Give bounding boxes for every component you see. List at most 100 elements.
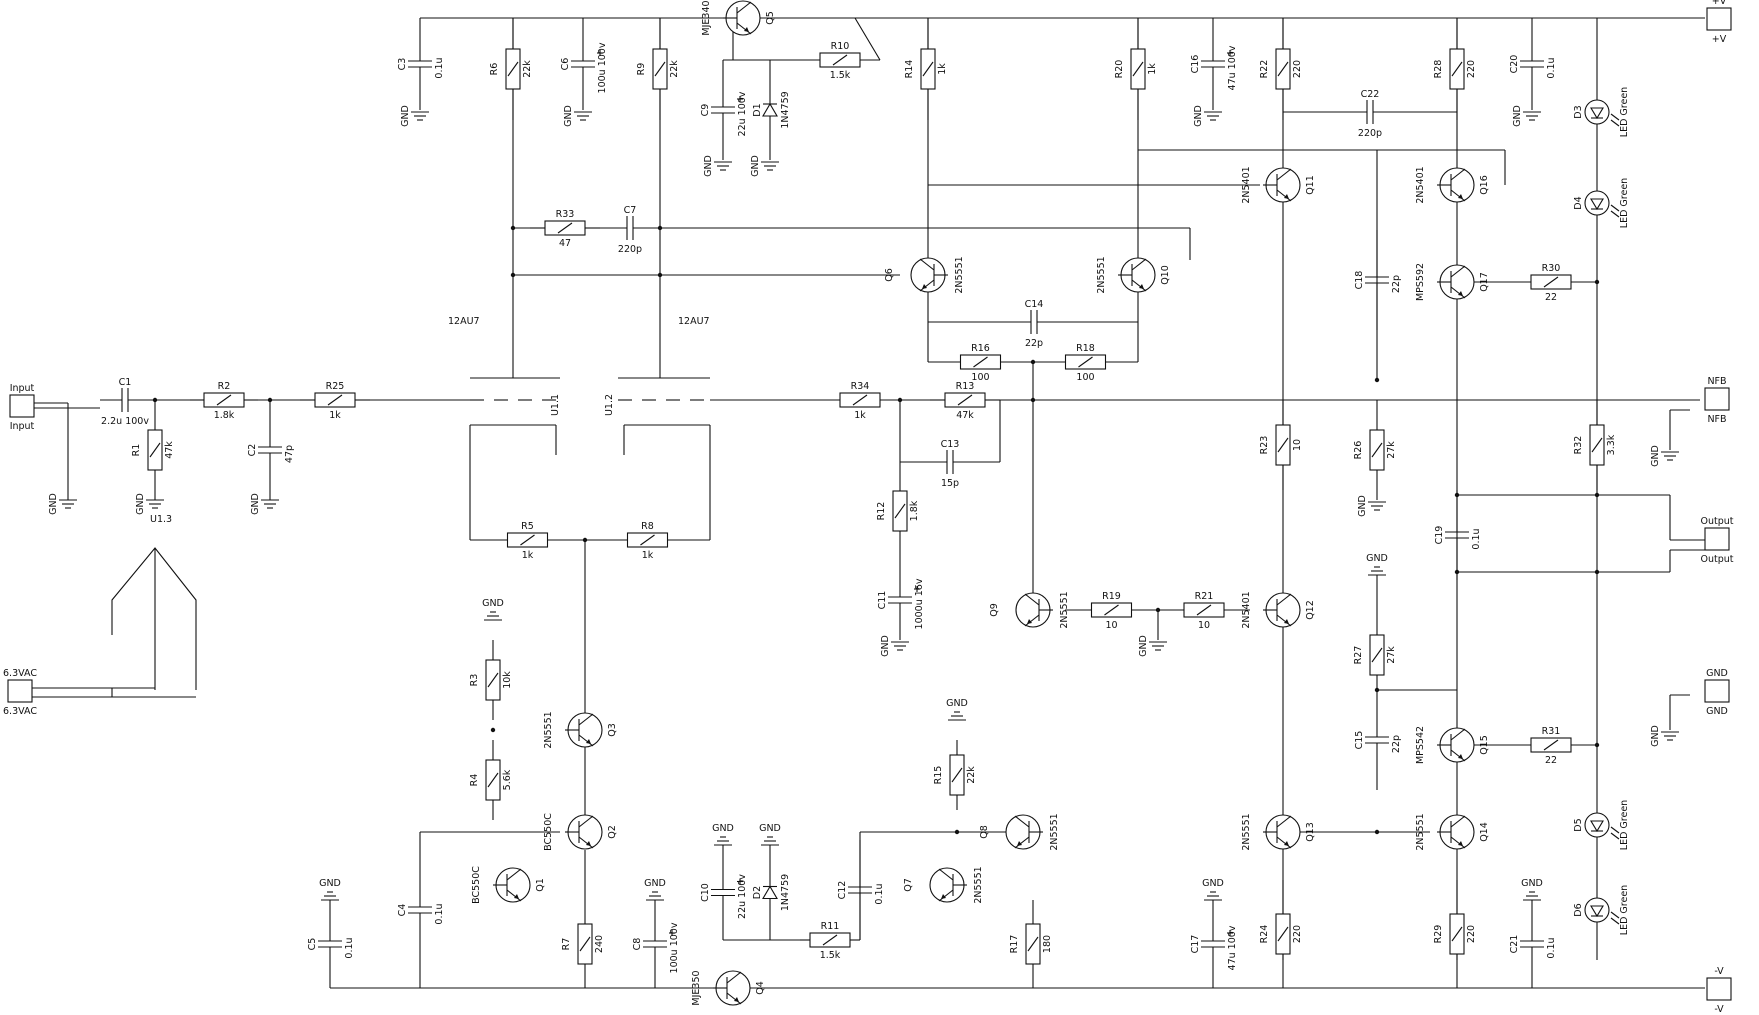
resistor-ref: R13: [956, 381, 975, 392]
capacitor-c1: C1 2.2u 100v: [100, 377, 150, 427]
ground-symbol: GND: [1650, 445, 1679, 467]
tube-unit: U1.1: [550, 394, 561, 416]
connector-label: Input: [10, 421, 35, 432]
resistor-r10: R10 1.5k: [800, 41, 880, 81]
ground-symbol: GND: [1193, 105, 1222, 127]
resistor-ref: R15: [933, 766, 944, 785]
transistor-part: 2N5551: [1241, 813, 1252, 850]
gnd-label: GND: [644, 878, 666, 889]
resistor-value: 1.5k: [830, 70, 851, 81]
transistor-q14: Q14 2N5551: [1415, 813, 1490, 850]
resistor-ref: R1: [131, 444, 142, 457]
gnd-label: GND: [1357, 495, 1368, 517]
capacitor-value: 100u 100v: [597, 42, 608, 93]
transistor-ref: Q10: [1160, 265, 1171, 285]
ground-symbol: GND: [880, 635, 909, 657]
connector-label: Output: [1701, 554, 1734, 565]
resistor-ref: R23: [1259, 436, 1270, 455]
resistor-ref: R22: [1259, 60, 1270, 79]
ground-symbol: GND: [1521, 878, 1543, 901]
junction-dot: [1594, 569, 1600, 575]
diode-part: LED Green: [1619, 87, 1630, 137]
connector-label: GND: [1706, 668, 1728, 679]
diode-ref: D2: [752, 886, 763, 899]
transistor-part: 2N5551: [1415, 813, 1426, 850]
diode-part: LED Green: [1619, 800, 1630, 850]
resistor-value: 10: [1198, 620, 1210, 631]
capacitor-ref: C20: [1509, 55, 1520, 74]
capacitor-c6: C6 100u 100v: [560, 18, 608, 110]
gnd-label: GND: [482, 598, 504, 609]
transistor-ref: Q14: [1479, 822, 1490, 842]
diode-ref: D5: [1573, 818, 1584, 831]
diode-part: 1N4759: [780, 91, 791, 128]
junction-dot: [954, 829, 960, 835]
capacitor-ref: C9: [700, 104, 711, 117]
ground-symbol: GND: [563, 105, 592, 127]
resistor-ref: R26: [1353, 441, 1364, 460]
capacitor-value: 22p: [1391, 735, 1402, 753]
capacitor-value: 2.2u 100v: [101, 416, 149, 427]
capacitor-ref: C17: [1190, 935, 1201, 954]
resistor-ref: R29: [1433, 925, 1444, 944]
tube-unit: U1.2: [604, 394, 615, 416]
capacitor-value: 15p: [941, 478, 959, 489]
resistor-ref: R20: [1114, 60, 1125, 79]
resistor-value: 22: [1545, 292, 1557, 303]
gnd-label: GND: [880, 635, 891, 657]
ground-symbol: GND: [946, 698, 968, 721]
resistor-value: 100: [1076, 372, 1094, 383]
transistor-part: MPS542: [1415, 726, 1426, 764]
capacitor-value: 47u 100v: [1227, 45, 1238, 90]
capacitor-ref: C1: [119, 377, 132, 388]
capacitor-value: 0.1u: [1546, 937, 1557, 958]
resistor-ref: R10: [831, 41, 850, 52]
transistor-part: 2N5551: [1049, 813, 1060, 850]
resistor-value: 47k: [164, 441, 175, 459]
resistor-ref: R28: [1433, 60, 1444, 79]
led-d5: D5 LED Green: [1573, 800, 1630, 850]
diode-ref: D6: [1573, 903, 1584, 916]
resistor-value: 1k: [642, 550, 654, 561]
ground-symbol: GND: [48, 493, 77, 515]
resistor-ref: R2: [218, 381, 231, 392]
resistor-value: 1k: [937, 63, 948, 75]
capacitor-ref: C6: [560, 58, 571, 71]
diode-ref: D4: [1573, 196, 1584, 209]
capacitor-value: 0.1u: [344, 937, 355, 958]
connector-label: -V: [1714, 1004, 1724, 1015]
resistor-ref: R27: [1353, 646, 1364, 665]
capacitor-ref: C2: [247, 444, 258, 457]
transistor-part: 2N5401: [1415, 166, 1426, 203]
connector-vplus: +V+V: [1706, 0, 1732, 45]
resistor-r1: R1 47k: [131, 400, 175, 500]
connector-label: Output: [1701, 516, 1734, 527]
transistor-part: MPS592: [1415, 263, 1426, 301]
resistor-value: 240: [594, 935, 605, 953]
ground-symbol: GND: [250, 493, 279, 515]
